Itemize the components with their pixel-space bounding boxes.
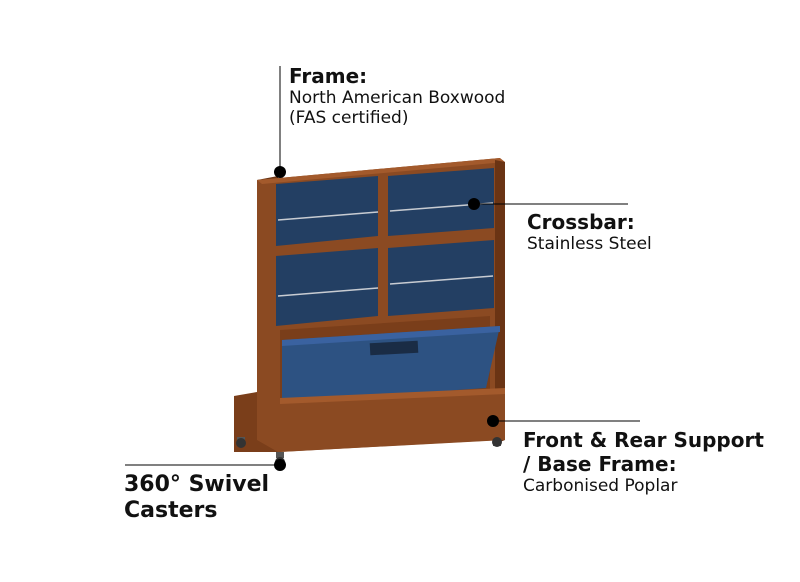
caster-back-left — [236, 437, 246, 448]
panel-upper-left — [276, 176, 378, 246]
support-pointer — [487, 415, 640, 427]
casters-callout: 360° Swivel Casters — [124, 472, 269, 525]
bin-panel — [282, 326, 500, 402]
base-front — [280, 392, 505, 452]
frame-pointer — [274, 66, 286, 178]
casters-title-line1: 360° Swivel — [124, 472, 270, 497]
support-desc: Carbonised Poplar — [523, 476, 678, 496]
bin-handle — [369, 340, 419, 356]
frame-title: Frame: — [289, 64, 368, 88]
panel-upper-right — [388, 168, 494, 236]
crossbar-1 — [277, 211, 379, 221]
crossbar-4 — [389, 275, 494, 285]
frame-callout: Frame: North American Boxwood (FAS certi… — [289, 64, 505, 129]
support-title-line1: Front & Rear Support — [523, 428, 764, 452]
caster-front-right — [492, 437, 502, 447]
casters-title-line2: Casters — [124, 498, 218, 524]
casters-pointer — [125, 459, 286, 471]
panel-lower-right — [388, 240, 494, 316]
crossbar-title: Crossbar: — [527, 210, 635, 234]
base-top-lip — [280, 388, 505, 404]
frame-right-edge — [495, 160, 505, 444]
crossbar-pointer — [468, 198, 628, 210]
bin-panel-top — [282, 326, 500, 346]
crossbar-callout: Crossbar: Stainless Steel — [527, 210, 652, 254]
panel-lower-left — [276, 248, 378, 326]
frame-desc-line1: North American Boxwood — [289, 88, 506, 108]
frame-desc-line2: (FAS certified) — [289, 108, 409, 129]
support-callout: Front & Rear Support / Base Frame: Carbo… — [523, 428, 764, 496]
crossbar-3 — [277, 287, 379, 297]
crossbar-desc: Stainless Steel — [527, 234, 652, 254]
frame-top — [257, 158, 505, 184]
support-title-line2: / Base Frame: — [523, 452, 677, 476]
